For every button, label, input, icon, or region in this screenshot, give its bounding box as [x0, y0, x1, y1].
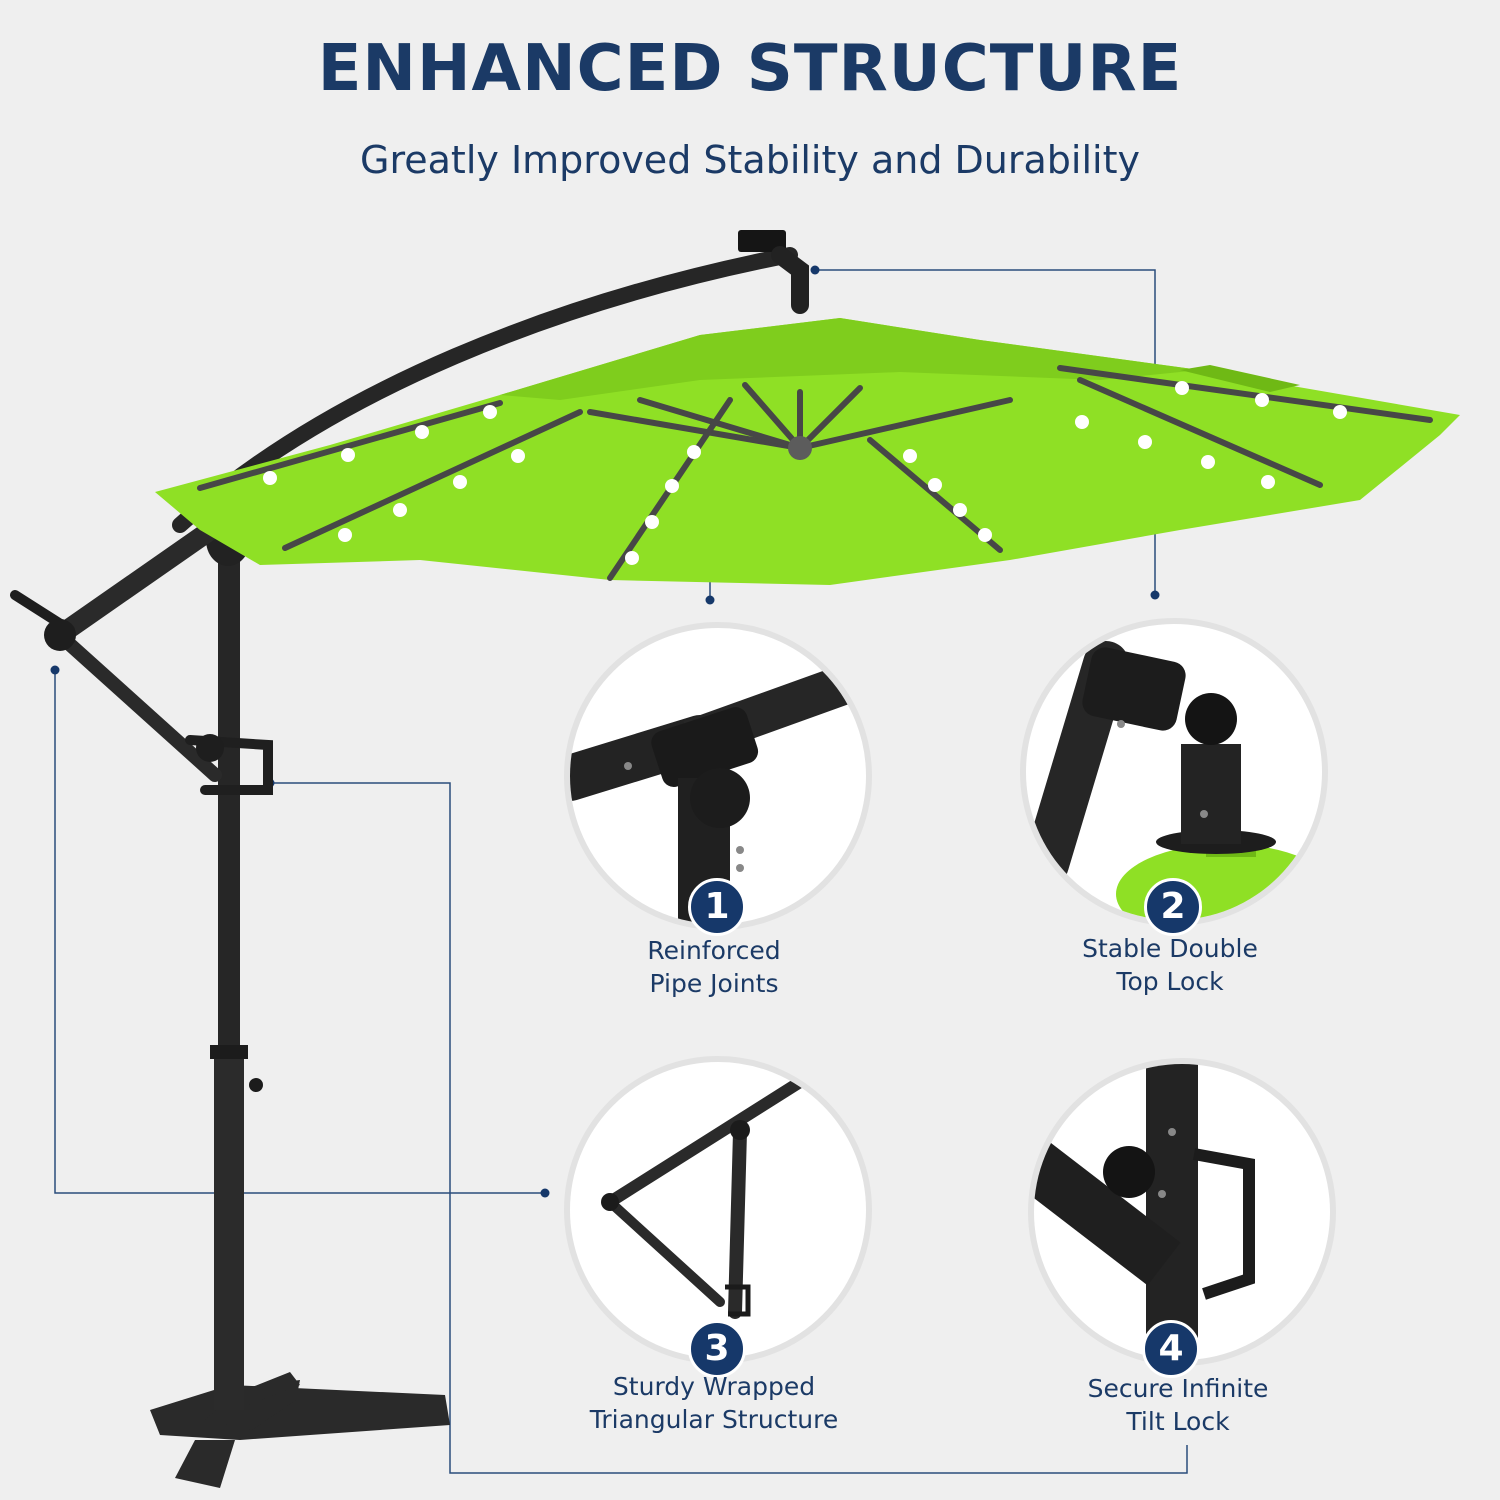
umbrella-pole [206, 514, 263, 1410]
top-lock-illustration [1026, 641, 1322, 920]
feature-label-3: Sturdy Wrapped Triangular Structure [554, 1370, 874, 1436]
detail-circle-3 [564, 1056, 872, 1364]
umbrella-canopy [155, 318, 1460, 585]
page-title: ENHANCED STRUCTURE [317, 32, 1183, 106]
pipe-joint-illustration [570, 655, 866, 924]
led-lights [263, 381, 1347, 565]
feature-label-3-line2: Triangular Structure [589, 1405, 839, 1434]
feature-label-4-line2: Tilt Lock [1126, 1407, 1230, 1436]
page-subtitle: Greatly Improved Stability and Durabilit… [360, 138, 1140, 182]
feature-label-3-line1: Sturdy Wrapped [612, 1372, 816, 1401]
feature-label-4: Secure Infinite Tilt Lock [1018, 1372, 1338, 1438]
feature-label-2-line1: Stable Double [1082, 934, 1258, 963]
feature-label-2-line2: Top Lock [1116, 967, 1224, 996]
feature-label-1-line1: Reinforced [647, 936, 781, 965]
feature-label-1-line2-text: Pipe Joints [649, 969, 779, 998]
feature-label-2: Stable Double Top Lock [1010, 932, 1330, 998]
feature-label-1: Reinforced Pipe Joints [554, 934, 874, 1000]
badge-3: 3 [688, 1320, 746, 1378]
detail-circle-4 [1028, 1058, 1336, 1366]
solar-panel [738, 230, 809, 314]
callout-line-4 [270, 782, 1188, 1474]
umbrella-base [150, 1372, 450, 1488]
detail-circle-2 [1020, 618, 1328, 926]
badge-1: 1 [688, 878, 746, 936]
triangle-structure-illustration [601, 1076, 806, 1319]
badge-4: 4 [1142, 1320, 1200, 1378]
callout-line-3 [54, 670, 545, 1194]
badge-2: 2 [1144, 878, 1202, 936]
feature-label-4-line1: Secure Infinite [1087, 1374, 1269, 1403]
support-arm [10, 510, 273, 795]
tilt-lock-illustration [1034, 1064, 1255, 1360]
